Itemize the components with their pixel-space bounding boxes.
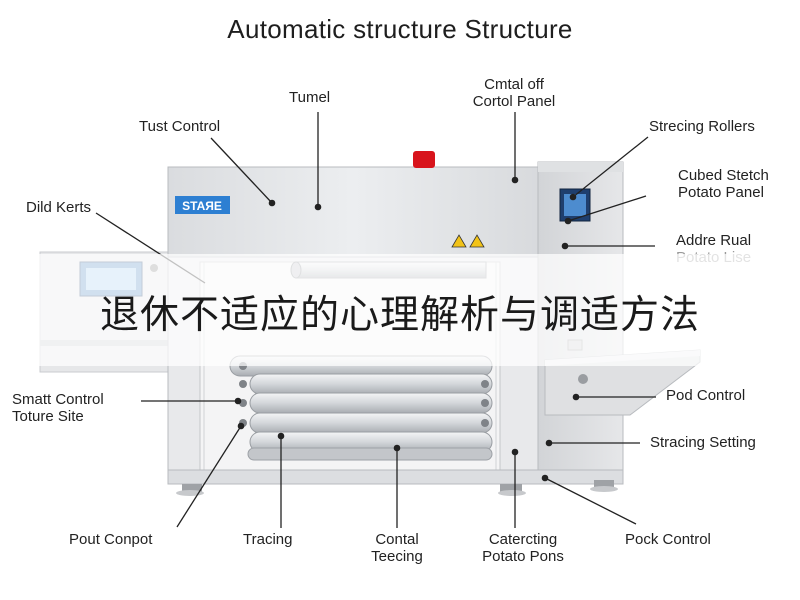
label-stecing-rollers: Strecing Rollers xyxy=(649,118,755,135)
label-cubed-stretch: Cubed Stetch Potato Panel xyxy=(678,167,769,201)
label-catercting: Catercting Potato Pons xyxy=(463,531,583,565)
label-control-panel-line2: Cortol Panel xyxy=(472,93,556,110)
label-pock-control: Pock Control xyxy=(625,531,711,548)
label-control-panel: Cmtal off Cortol Panel xyxy=(455,76,573,110)
label-contal-teecing: Contal Teecing xyxy=(347,531,447,565)
alarm-light xyxy=(413,151,435,168)
label-cubed-stretch-line2: Potato Panel xyxy=(678,184,764,201)
label-dild-kerts: Dild Kerts xyxy=(26,199,92,216)
label-cubed-stretch-line1: Cubed Stetch xyxy=(678,167,769,184)
label-contal-teecing-line2: Teecing xyxy=(371,548,423,565)
label-smart-control: Smatt Control Toture Site xyxy=(12,391,104,425)
side-monitor xyxy=(559,188,591,222)
label-tust-control: Tust Control xyxy=(139,118,221,135)
warning-signs xyxy=(451,234,485,248)
brand-badge: STAЯE xyxy=(175,196,230,214)
label-tracing: Tracing xyxy=(243,531,293,548)
brand-badge-text: STAЯE xyxy=(182,199,222,213)
label-catercting-line2: Potato Pons xyxy=(482,548,564,565)
callout-dots xyxy=(234,176,580,482)
label-addre-rual-line1: Addre Rual xyxy=(676,232,752,249)
diagram-title: Automatic structure Structure xyxy=(227,14,573,44)
roller-stack xyxy=(229,355,493,461)
label-pout-conpot: Pout Conpot xyxy=(69,531,153,548)
label-catercting-line1: Catercting xyxy=(488,531,558,548)
label-smart-control-line1: Smatt Control xyxy=(12,391,104,408)
label-contal-teecing-line1: Contal xyxy=(375,531,419,548)
overlay-banner-text: 退休不适应的心理解析与调适方法 xyxy=(99,293,700,338)
label-tunnel: Tumel xyxy=(289,89,331,106)
label-stracing-setting: Stracing Setting xyxy=(650,434,756,451)
label-control-panel-line1: Cmtal off xyxy=(484,76,544,93)
label-smart-control-line2: Toture Site xyxy=(12,408,84,425)
overlay-banner xyxy=(0,254,800,366)
label-pod-control: Pod Control xyxy=(666,387,746,404)
